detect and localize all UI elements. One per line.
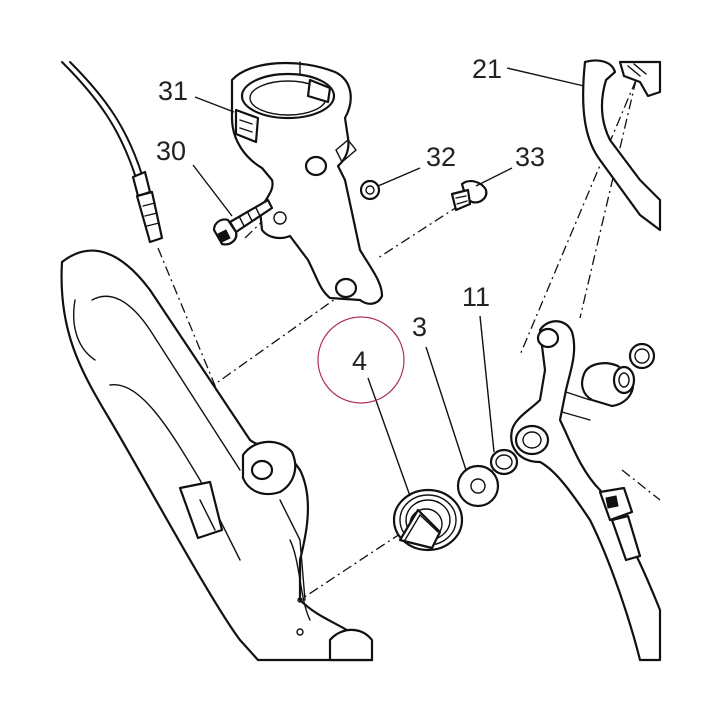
callout-11: 11	[462, 282, 490, 312]
frame-bracket	[60, 249, 374, 662]
bushing	[581, 342, 656, 408]
washer-3	[456, 464, 500, 508]
bolt-30	[212, 198, 274, 246]
callout-33: 33	[515, 142, 545, 172]
callout-4: 4	[352, 346, 367, 376]
callout-labels: 31 30 32 33 21 11 3 4	[156, 54, 545, 376]
cable	[61, 61, 164, 244]
clamp-bracket	[230, 61, 384, 305]
screw-33	[450, 180, 488, 212]
pedal-lever	[510, 320, 662, 662]
callout-3: 3	[412, 312, 427, 342]
washer-32	[359, 179, 381, 201]
callout-30: 30	[156, 136, 186, 166]
callout-21: 21	[472, 54, 502, 84]
spring-4	[392, 488, 464, 552]
circlip-11	[489, 448, 519, 476]
linkage-rod-21	[582, 59, 662, 232]
callout-32: 32	[426, 142, 456, 172]
callout-leaders	[192, 67, 585, 497]
callout-31: 31	[158, 76, 188, 106]
highlight-circle	[317, 316, 405, 404]
